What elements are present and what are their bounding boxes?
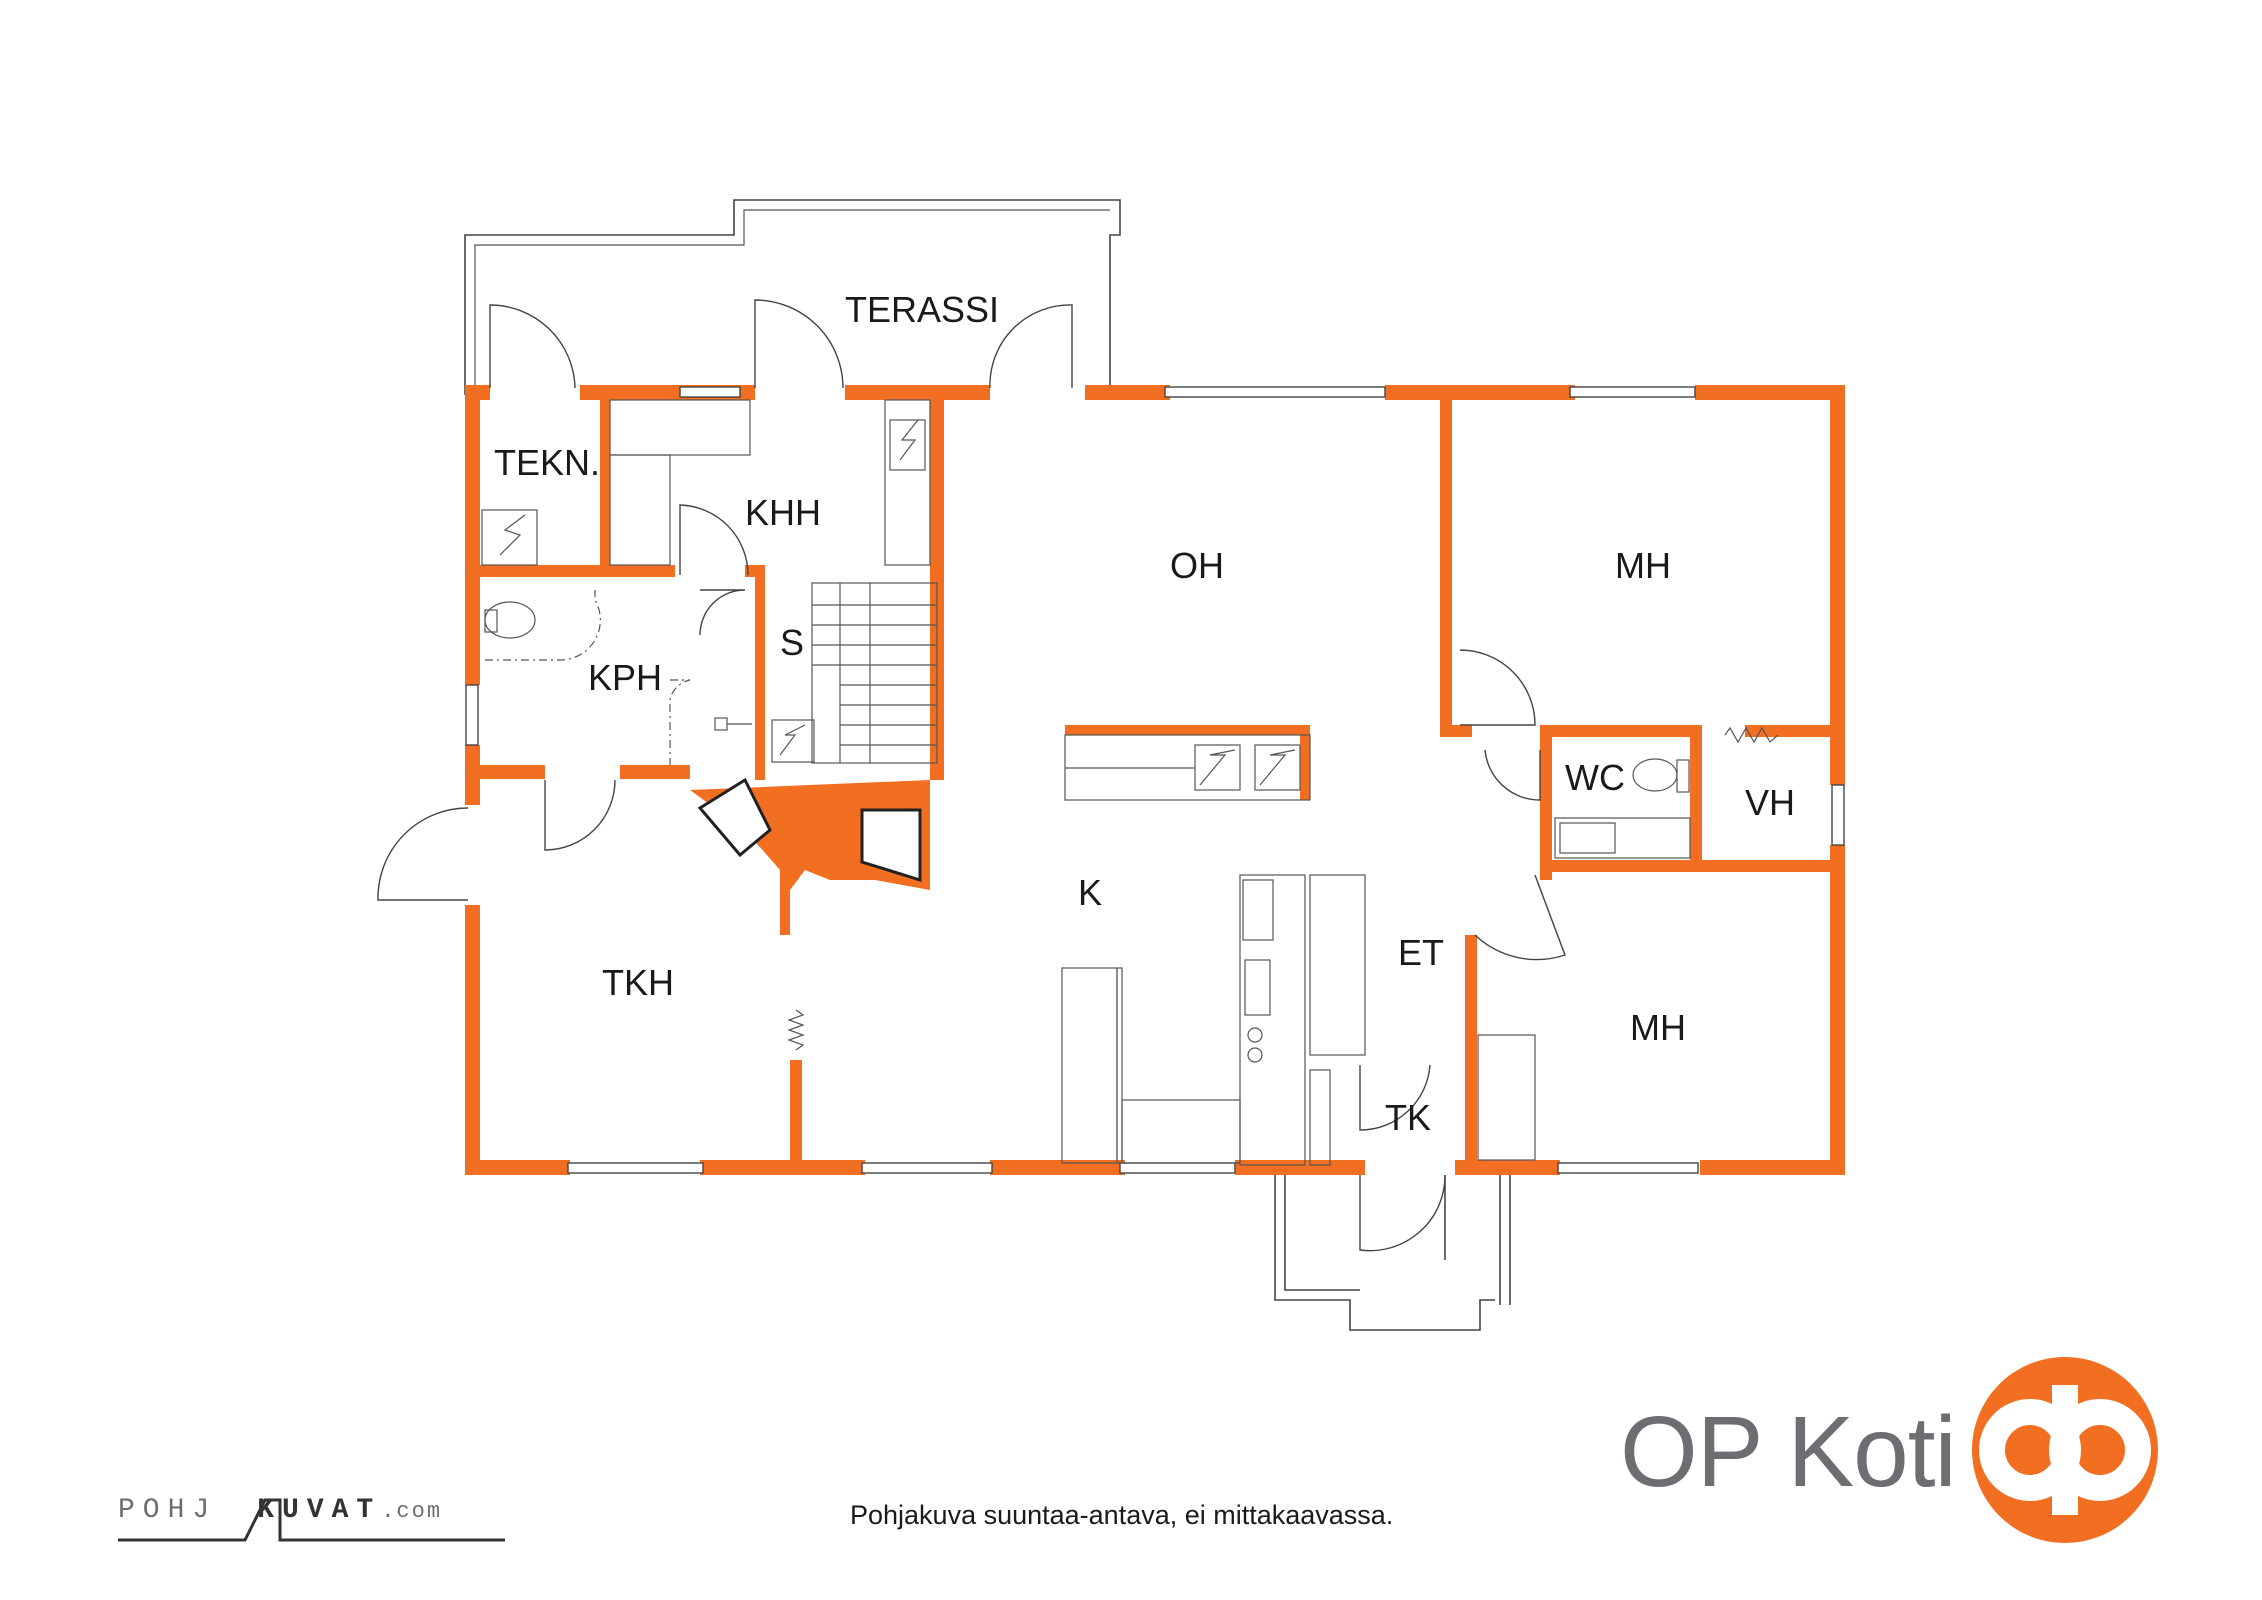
room-label-vh: VH: [1745, 782, 1795, 823]
room-label-s: S: [780, 622, 804, 663]
room-label-mh-top: MH: [1615, 545, 1671, 586]
watermark-left: POHJ: [118, 1495, 218, 1526]
disclaimer-text: Pohjakuva suuntaa-antava, ei mittakaavas…: [850, 1500, 1394, 1530]
watermark-domain: .com: [381, 1499, 443, 1524]
windows: [465, 386, 1845, 1174]
room-label-tekn: TEKN.: [494, 442, 600, 483]
room-label-khh: KHH: [745, 492, 821, 533]
room-label-k: K: [1078, 872, 1102, 913]
room-label-tk: TK: [1385, 1097, 1431, 1138]
watermark-right: KUVAT: [257, 1495, 382, 1526]
room-labels: TERASSI TEKN. KHH OH MH KPH S WC VH K ET…: [494, 289, 1795, 1138]
doors: [377, 299, 1566, 1252]
room-label-kph: KPH: [588, 657, 662, 698]
stairs: [811, 582, 938, 764]
pohjakuvat-watermark: POHJ KUVAT.com: [118, 1495, 442, 1526]
op-logo: [1972, 1357, 2158, 1543]
room-label-oh: OH: [1170, 545, 1224, 586]
room-label-terassi: TERASSI: [845, 289, 999, 330]
terrace-outline: [464, 199, 1121, 395]
brand-name: OP Koti: [1620, 1396, 1957, 1508]
room-label-tkh: TKH: [602, 962, 674, 1003]
fixtures: [481, 399, 1779, 1331]
walls: [465, 385, 1845, 1175]
room-label-et: ET: [1398, 932, 1444, 973]
room-label-mh-bottom: MH: [1630, 1007, 1686, 1048]
pohjakuvat-logo-mark: [118, 1498, 505, 1542]
room-label-wc: WC: [1565, 757, 1625, 798]
